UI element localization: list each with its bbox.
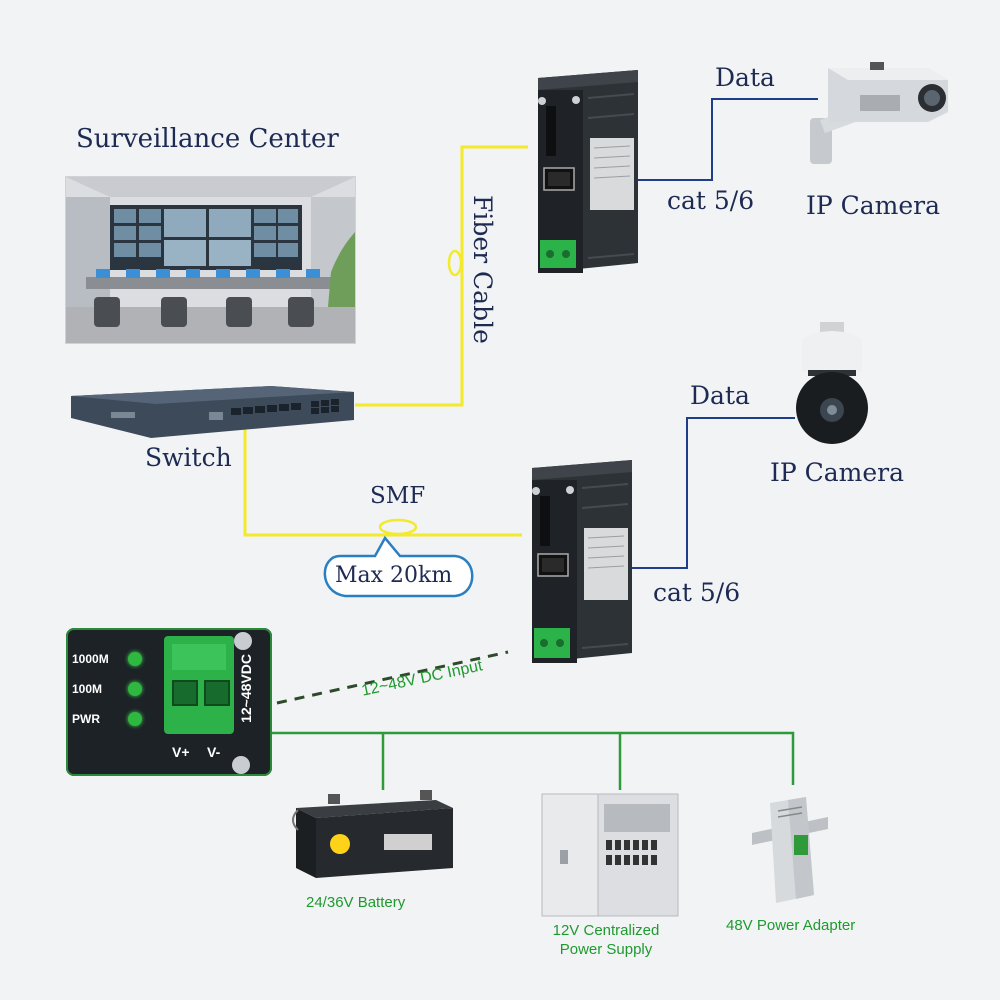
led-pwr-label: PWR — [72, 712, 100, 726]
v-plus-label: V+ — [172, 744, 190, 760]
voltage-rating-label: 12~48VDC — [238, 654, 254, 723]
fiber-cable-top — [355, 145, 528, 407]
led-100m-indicator — [128, 682, 142, 696]
led-1000m-label: 1000M — [72, 652, 109, 666]
v-minus-label: V- — [207, 744, 221, 760]
max-distance-bubble — [323, 535, 474, 598]
media-converter-bottom — [522, 458, 637, 663]
ip-camera-label-top: IP Camera — [806, 191, 941, 220]
fiber-cable-bottom — [243, 425, 522, 537]
bullet-camera-icon — [800, 60, 955, 174]
dc-input-dashed-line — [276, 650, 509, 705]
ip-camera-label-bottom: IP Camera — [770, 458, 905, 487]
centralized-supply-label: 12V Centralized Power Supply — [552, 922, 660, 958]
led-1000m-indicator — [128, 652, 142, 666]
led-pwr-indicator — [128, 712, 142, 726]
screw-top-icon — [234, 632, 252, 650]
din-rail-adapter-icon — [748, 795, 833, 909]
max-distance-label: Max 20km — [335, 563, 453, 588]
fiber-coil-bottom — [378, 518, 418, 536]
data-label-bottom: Data — [690, 381, 750, 410]
screw-bottom-icon — [232, 756, 250, 774]
data-label-top: Data — [715, 63, 775, 92]
battery-label: 24/36V Battery — [306, 894, 406, 911]
converter-power-panel: 1000M 100M PWR 12~48VDC V+ V- — [66, 628, 272, 776]
cat-label-bottom: cat 5/6 — [653, 578, 741, 607]
smf-label: SMF — [370, 483, 426, 509]
battery-icon — [288, 790, 458, 884]
data-line-top — [580, 98, 818, 181]
power-supply-box-icon — [540, 790, 680, 924]
power-bus — [272, 731, 795, 785]
power-adapter-label: 48V Power Adapter — [726, 917, 856, 934]
control-room-image — [66, 177, 355, 343]
fiber-coil-top — [447, 249, 463, 277]
switch-label: Switch — [145, 443, 232, 472]
fiber-cable-label: Fiber Cable — [468, 195, 497, 344]
cat-label-top: cat 5/6 — [667, 186, 755, 215]
led-100m-label: 100M — [72, 682, 103, 696]
page-title: Surveillance Center — [76, 124, 339, 154]
terminal-block — [164, 636, 234, 734]
dome-camera-icon — [790, 320, 875, 449]
media-converter-top — [528, 68, 643, 273]
network-switch-image — [71, 384, 354, 438]
